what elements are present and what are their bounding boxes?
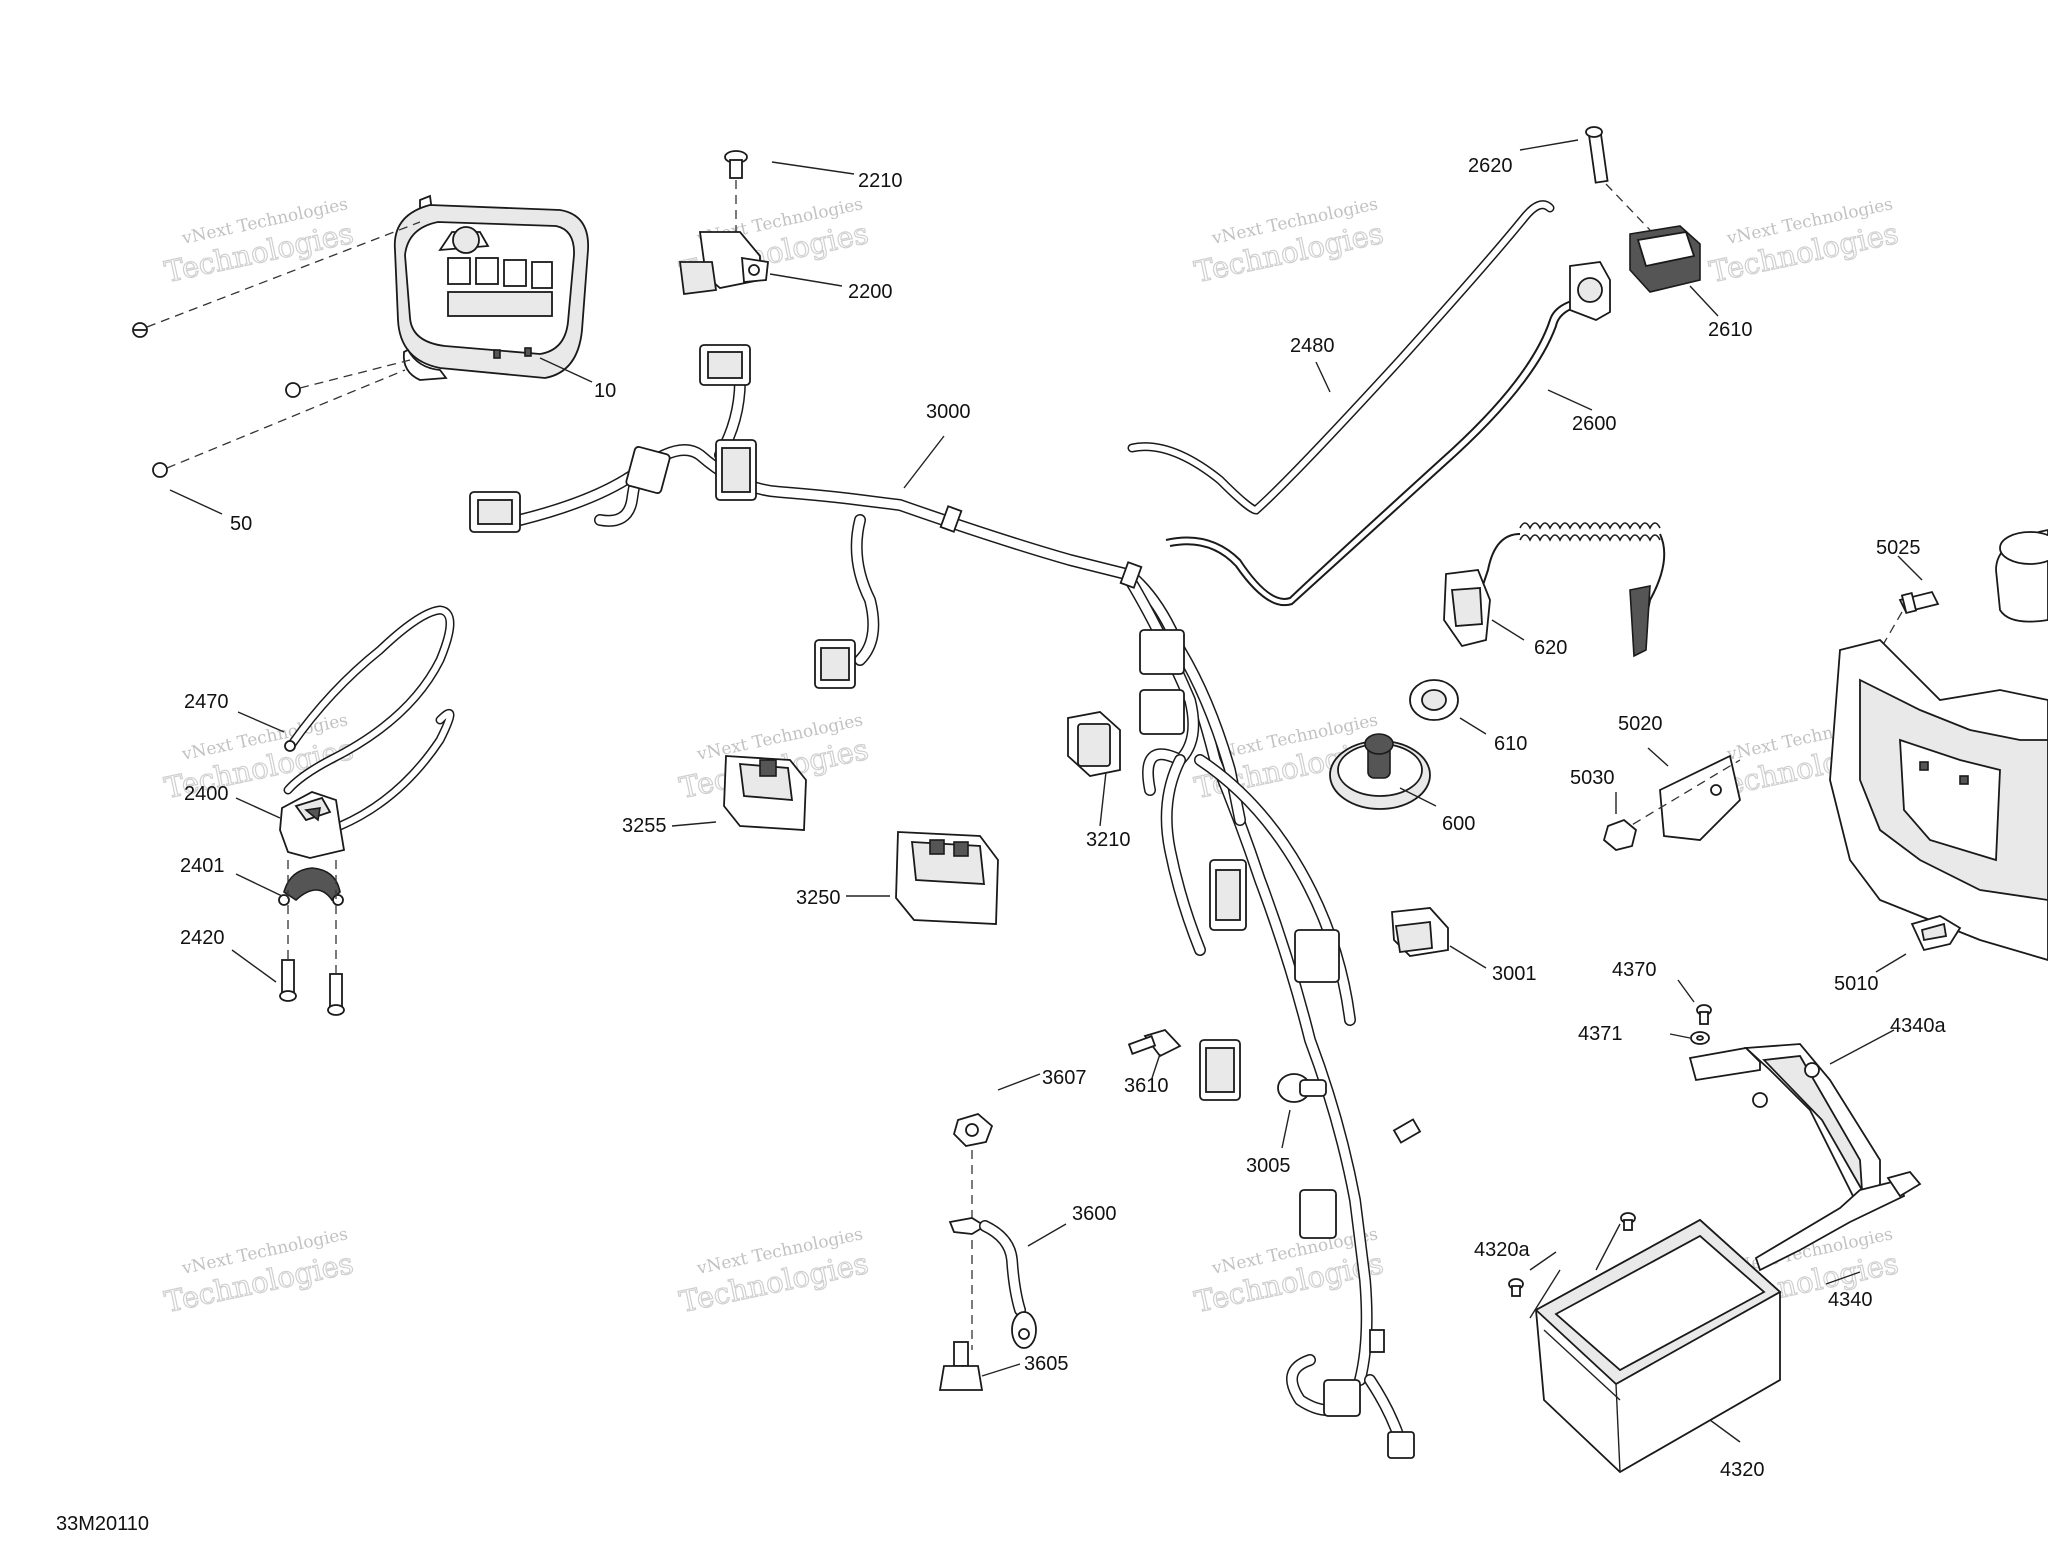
pin-2620[interactable] — [1585, 126, 1651, 231]
callout-3607: 3607 — [1042, 1067, 1087, 1089]
callout-600: 600 — [1442, 813, 1475, 835]
callout-5025: 5025 — [1876, 537, 1921, 559]
ecu-assembly[interactable] — [1829, 529, 2048, 961]
callout-2400: 2400 — [184, 783, 229, 805]
connector-3001[interactable] — [1391, 907, 1449, 957]
wire-2600[interactable] — [1165, 295, 1601, 607]
bracket-4340a[interactable] — [1688, 1043, 1881, 1212]
callout-4371: 4371 — [1578, 1023, 1623, 1045]
nut-3607[interactable] — [952, 1112, 994, 1147]
callout-2600: 2600 — [1572, 413, 1617, 435]
callout-3250: 3250 — [796, 887, 841, 909]
switch-3255[interactable] — [723, 755, 807, 831]
callout-2610: 2610 — [1708, 319, 1753, 341]
module-10[interactable] — [393, 194, 589, 381]
callout-3255: 3255 — [622, 815, 667, 837]
wiring-harness-3000[interactable] — [469, 344, 1422, 1459]
callout-5030: 5030 — [1570, 767, 1615, 789]
hose-2470[interactable] — [283, 605, 455, 831]
leader-lines — [169, 139, 1923, 1443]
callout-4340: 4340 — [1828, 1289, 1873, 1311]
switch-3250[interactable] — [895, 831, 999, 925]
callout-3001: 3001 — [1492, 963, 1537, 985]
sensor-2610[interactable] — [1569, 225, 1701, 321]
nut-5030[interactable] — [1602, 818, 1638, 851]
callout-2470: 2470 — [184, 691, 229, 713]
strap-4340[interactable] — [1754, 1170, 1922, 1272]
diagram-code: 33M20110 — [56, 1513, 149, 1535]
callout-3605: 3605 — [1024, 1353, 1069, 1375]
callout-5020: 5020 — [1618, 713, 1663, 735]
callout-3000: 3000 — [926, 401, 971, 423]
callout-2210: 2210 — [858, 170, 903, 192]
bracket-5020[interactable] — [1619, 754, 1741, 841]
callout-610: 610 — [1494, 733, 1527, 755]
callout-50: 50 — [230, 513, 252, 535]
watermark: vNext Technologies Technologies — [161, 194, 357, 289]
screw-4320a[interactable] — [1508, 1212, 1636, 1297]
callout-2200: 2200 — [848, 281, 893, 303]
bolt-3605[interactable] — [938, 1341, 984, 1391]
sensor-2200[interactable] — [678, 231, 769, 296]
screw-4370[interactable] — [1696, 1004, 1712, 1025]
watermark: vNext Technologies Technologies — [676, 1224, 872, 1319]
ground-cable-3600[interactable] — [948, 1150, 1037, 1350]
bolt-5025[interactable] — [1879, 590, 1940, 651]
watermark: vNext Technologies Technologies — [1191, 194, 1387, 289]
clamp-cover-2400[interactable] — [279, 791, 346, 859]
bolt-2210[interactable] — [724, 150, 748, 232]
callout-4320: 4320 — [1720, 1459, 1765, 1481]
watermark: vNext Technologies Technologies — [1706, 194, 1902, 289]
callout-3600: 3600 — [1072, 1203, 1117, 1225]
connector-3210[interactable] — [1067, 711, 1121, 777]
battery-4320[interactable] — [1534, 1218, 1782, 1474]
grommet-610[interactable] — [1409, 679, 1459, 721]
switch-600[interactable] — [1329, 733, 1431, 810]
callout-3005: 3005 — [1246, 1155, 1291, 1177]
callout-620: 620 — [1534, 637, 1567, 659]
screw-50[interactable] — [132, 221, 421, 478]
callout-4340a: 4340a — [1890, 1015, 1946, 1037]
clamp-2401[interactable] — [278, 867, 344, 906]
callout-labels: 2210 2200 10 50 3000 2620 2610 2480 2600… — [180, 155, 1946, 1481]
coiled-cord-620[interactable] — [1443, 522, 1666, 658]
callout-4320a: 4320a — [1474, 1239, 1530, 1261]
callout-4370: 4370 — [1612, 959, 1657, 981]
bushing-3005[interactable] — [1277, 1073, 1327, 1103]
callout-3210: 3210 — [1086, 829, 1131, 851]
callout-2401: 2401 — [180, 855, 225, 877]
screw-2420[interactable] — [279, 860, 345, 1016]
watermark: vNext Technologies Technologies — [161, 1224, 357, 1319]
callout-10: 10 — [594, 380, 616, 402]
callout-2480: 2480 — [1290, 335, 1335, 357]
callout-2420: 2420 — [180, 927, 225, 949]
callout-3610: 3610 — [1124, 1075, 1169, 1097]
bolt-3610[interactable] — [1127, 1028, 1182, 1058]
vent-tube-2480[interactable] — [1127, 200, 1555, 515]
callout-5010: 5010 — [1834, 973, 1879, 995]
washer-4371[interactable] — [1690, 1031, 1710, 1045]
callout-2620: 2620 — [1468, 155, 1513, 177]
clip-5010[interactable] — [1910, 915, 1962, 952]
